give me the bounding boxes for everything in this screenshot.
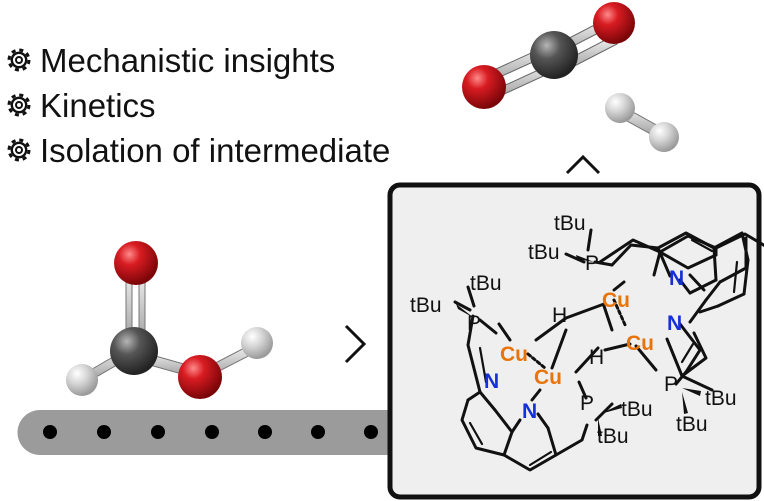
atom-label-n: N [669,267,684,290]
phosphine-bonds [453,228,688,422]
atom-label-n: N [484,370,499,393]
oxygen-atom [178,355,222,399]
atom-label-tbu: tBu [528,241,560,264]
oxygen-atom [593,2,635,44]
atom-label-tbu: tBu [705,387,737,410]
bullet-item: Mechanistic insights [7,42,335,79]
co2-molecule [462,2,635,109]
atom-label-p: P [467,312,481,335]
hydrogen-atom [241,327,273,359]
hydrogen-atom [649,122,679,152]
atom-label-tbu: tBu [410,294,442,317]
chevron-right-icon [344,324,367,364]
atom-label-cu: Cu [534,366,562,389]
bullet-list: Mechanistic insights Kinetics Isolation … [7,42,390,169]
atom-label-h: H [552,304,567,327]
atom-label-h: H [589,346,604,369]
carbon-atom [530,31,578,79]
complex-box [387,182,762,500]
bullet-text: Isolation of intermediate [40,132,390,169]
oxygen-atom [462,65,506,109]
atom-label-cu: Cu [626,332,654,355]
bullet-text: Kinetics [40,87,156,124]
atom-label-tbu: tBu [554,212,586,235]
copper-hydride-complex: Cu Cu Cu Cu H H N N N N P P P P tBu tBu … [410,212,764,472]
hydrogen-atom [66,364,98,396]
chevron-up-icon [565,154,601,175]
atom-label-p: P [580,392,594,415]
atom-label-tbu: tBu [470,272,502,295]
atom-label-p: P [664,373,678,396]
h2-molecule [605,93,679,152]
lower-ligand-ring [460,314,589,472]
atom-label-tbu: tBu [676,413,708,436]
formic-acid-molecule [66,241,273,399]
atom-label-cu: Cu [602,289,630,312]
hydrogen-atom [605,93,635,123]
atom-label-p: P [585,252,599,275]
gear-icon [7,48,31,72]
cu-h-core [497,280,658,402]
upper-ligand-ring [610,231,750,374]
bullet-item: Isolation of intermediate [7,132,390,169]
bullet-text: Mechanistic insights [40,42,335,79]
oxygen-atom [114,241,158,285]
gear-icon [7,138,31,162]
atom-label-n: N [522,400,537,423]
conveyor-belt [17,410,398,455]
atom-label-tbu: tBu [621,398,653,421]
bullet-item: Kinetics [7,87,156,124]
atom-label-n: N [667,312,682,335]
gear-icon [7,93,31,117]
wedge-bonds [456,255,701,436]
atom-label-cu: Cu [500,343,528,366]
atom-label-tbu: tBu [597,425,629,448]
carbon-atom [110,327,158,375]
